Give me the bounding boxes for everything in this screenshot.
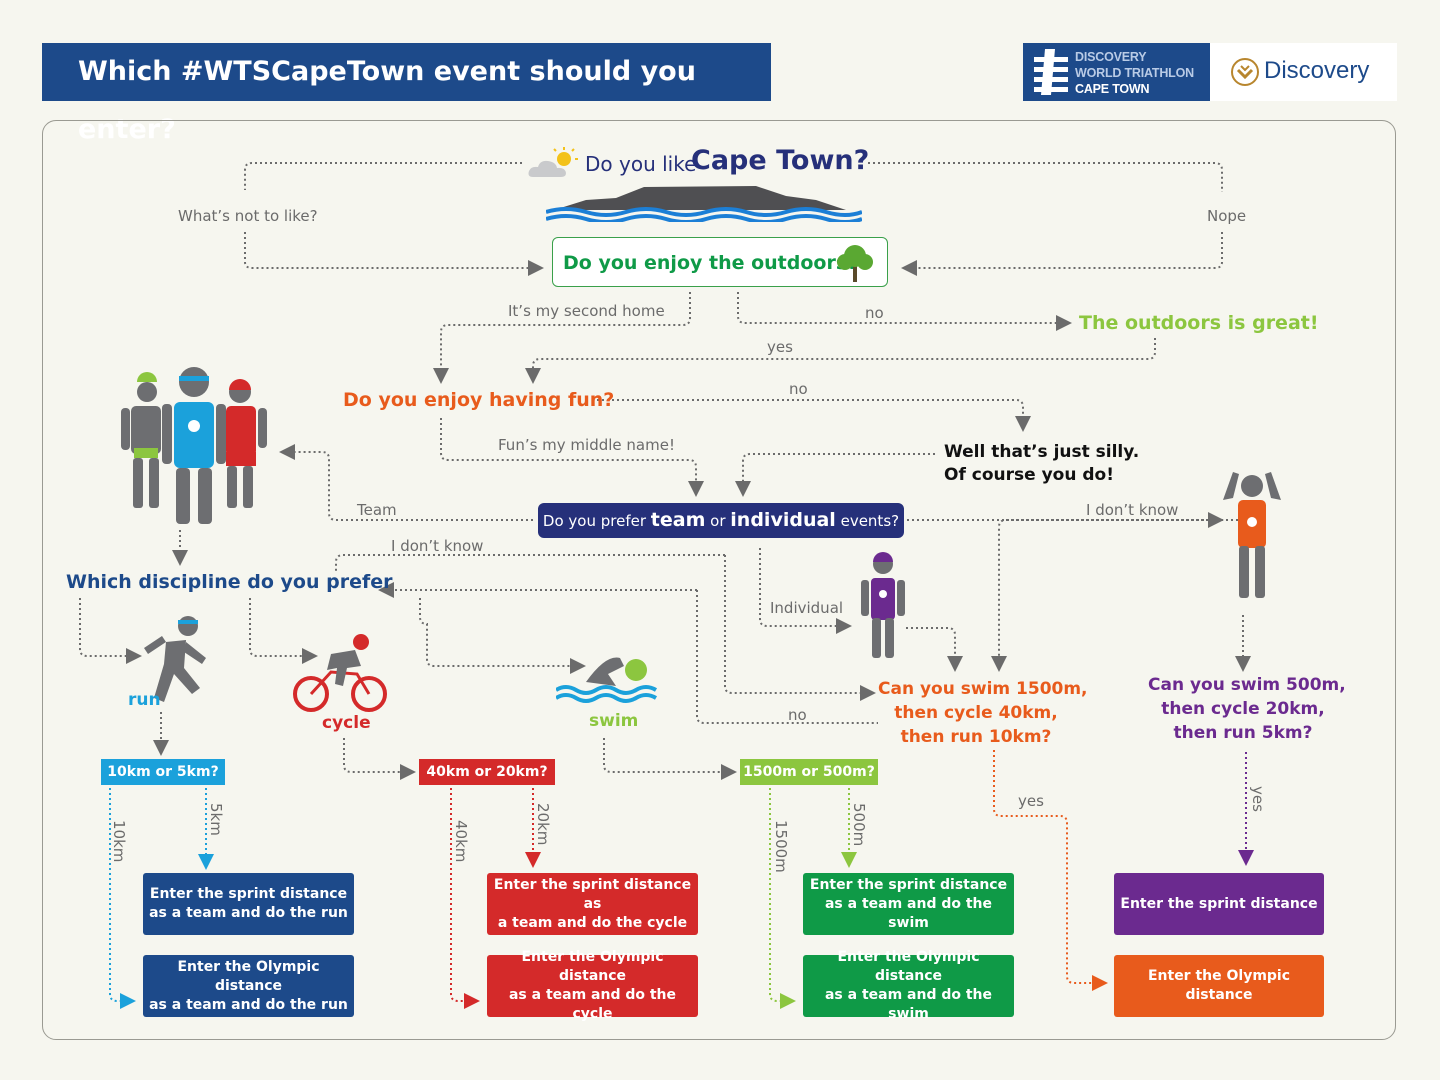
team-athlete-center <box>162 367 226 524</box>
run-distance-tag: 10km or 5km? <box>101 759 225 785</box>
page-title: Which #WTSCapeTown event should you ente… <box>42 43 771 145</box>
q4-dontknow-label: I don’t know <box>1086 501 1179 519</box>
logo-line-2: WORLD TRIATHLON <box>1075 66 1194 80</box>
olympic-q-line-1: Can you swim 1500m, <box>878 679 1088 699</box>
sprint-q-line-3: then run 5km? <box>1173 723 1313 743</box>
outcome-swim-sprint[interactable]: Enter the sprint distance as a team and d… <box>803 873 1014 935</box>
q4-a: Do you prefer <box>542 512 646 530</box>
outcome-line: as a team and do the swim <box>824 895 993 931</box>
sprint-question: Can you swim 500m, then cycle 20km, then… <box>1148 673 1346 745</box>
q2-no-label: no <box>865 304 884 322</box>
discovery-diamond-icon <box>1231 58 1259 86</box>
outcome-individual-sprint[interactable]: Enter the sprint distance <box>1114 873 1324 935</box>
olympic-q-line-3: then run 10km? <box>900 727 1052 747</box>
q4-c: or <box>710 512 726 530</box>
outdoors-yes-label: yes <box>767 338 793 356</box>
swim-label: swim <box>589 711 639 731</box>
swim-distance-tag: 1500m or 500m? <box>740 759 878 785</box>
q1-left-label: What’s not to like? <box>178 207 318 225</box>
q4-team-individual-box: Do you prefer team or individual events? <box>538 503 904 538</box>
swimmer-icon <box>556 657 658 703</box>
olympic-yes-label: yes <box>1018 792 1044 810</box>
outcome-run-sprint[interactable]: Enter the sprint distance as a team and d… <box>143 873 354 935</box>
cycle-label: cycle <box>322 713 371 733</box>
cycle-40km-label: 40km <box>452 820 470 863</box>
olympic-q-line-2: then cycle 40km, <box>894 703 1058 723</box>
q1-right-label: Nope <box>1207 207 1247 225</box>
silly-text: Well that’s just silly. Of course you do… <box>944 441 1139 487</box>
q2-yes-label: It’s my second home <box>508 302 665 320</box>
sponsor-logo: Discovery <box>1210 43 1397 101</box>
outcome-line: a team and do the cycle <box>497 914 688 931</box>
q1-prefix: Do you like <box>585 152 697 176</box>
team-athletes-icon <box>121 367 267 524</box>
outcome-line: Enter the Olympic distance <box>837 949 980 984</box>
q2-text: Do you enjoy the outdoors? <box>563 252 859 274</box>
q4-individual-label: Individual <box>770 599 844 617</box>
olympic-question: Can you swim 1500m, then cycle 40km, the… <box>878 677 1088 749</box>
logo-line-3: CAPE TOWN <box>1075 82 1150 96</box>
outcome-run-olympic[interactable]: Enter the Olympic distance as a team and … <box>143 955 354 1017</box>
confused-athlete-icon <box>1223 472 1281 598</box>
q4-e: events? <box>840 512 900 530</box>
run-label: run <box>128 690 161 710</box>
q2-outdoors-box: Do you enjoy the outdoors? <box>552 237 888 287</box>
run-5km-label: 5km <box>207 803 225 836</box>
sponsor-name: Discovery <box>1264 57 1370 84</box>
individual-athlete-icon <box>861 552 905 658</box>
q3-no-label: no <box>789 380 808 398</box>
olympic-no-label: no <box>788 706 807 724</box>
outcome-line: Enter the sprint distance as <box>493 876 692 912</box>
logo-mark-icon <box>1034 49 1068 95</box>
outcome-line: Enter the Olympic distance <box>177 958 320 994</box>
swim-1500m-label: 1500m <box>772 820 790 873</box>
tree-icon <box>837 245 873 282</box>
outcome-line: as a team and do the swim <box>824 987 993 1022</box>
cycle-20km-label: 20km <box>534 803 552 846</box>
q3-fun: Do you enjoy having fun? <box>343 389 615 411</box>
outcome-line: as a team and do the cycle <box>508 987 677 1022</box>
cycle-distance-tag: 40km or 20km? <box>419 759 555 785</box>
table-mountain-icon <box>546 186 862 222</box>
sprint-q-line-2: then cycle 20km, <box>1161 699 1325 719</box>
outcome-line: Enter the Olympic distance <box>521 949 664 984</box>
logo-line-1: DISCOVERY <box>1075 50 1147 64</box>
dontknow2-label: I don’t know <box>391 537 484 555</box>
swim-500m-label: 500m <box>850 803 868 847</box>
q1-cape-town: Cape Town? <box>691 145 870 176</box>
runner-icon <box>144 616 206 702</box>
outcome-individual-olympic[interactable]: Enter the Olympic distance <box>1114 955 1324 1017</box>
weather-cloud-sun-icon <box>528 147 578 177</box>
outcome-line: as a team and do the run <box>149 996 348 1013</box>
team-athlete-right <box>226 379 267 508</box>
q3-yes-label: Fun’s my middle name! <box>498 436 675 454</box>
outcome-line: as a team and do the run <box>149 905 348 921</box>
q4-team-label: Team <box>357 501 397 519</box>
q4-individual: individual <box>730 509 836 531</box>
wts-logo: DISCOVERY WORLD TRIATHLON CAPE TOWN <box>1023 43 1210 101</box>
outdoors-great: The outdoors is great! <box>1079 312 1319 334</box>
cyclist-icon <box>293 634 387 712</box>
flowchart-frame <box>42 120 1396 1040</box>
run-10km-label: 10km <box>110 820 128 863</box>
silly-line-1: Well that’s just silly. <box>944 442 1140 462</box>
q4-team: team <box>650 509 706 531</box>
outcome-line: Enter the sprint distance <box>149 886 348 902</box>
outcome-cycle-sprint[interactable]: Enter the sprint distance as a team and d… <box>487 873 698 935</box>
sprint-q-line-1: Can you swim 500m, <box>1148 675 1346 695</box>
sprint-yes-label: yes <box>1249 786 1267 812</box>
team-athlete-left <box>121 372 161 508</box>
silly-line-2: Of course you do! <box>944 465 1114 485</box>
discipline-question: Which discipline do you prefer <box>66 571 393 593</box>
outcome-line: Enter the sprint distance <box>809 876 1008 893</box>
